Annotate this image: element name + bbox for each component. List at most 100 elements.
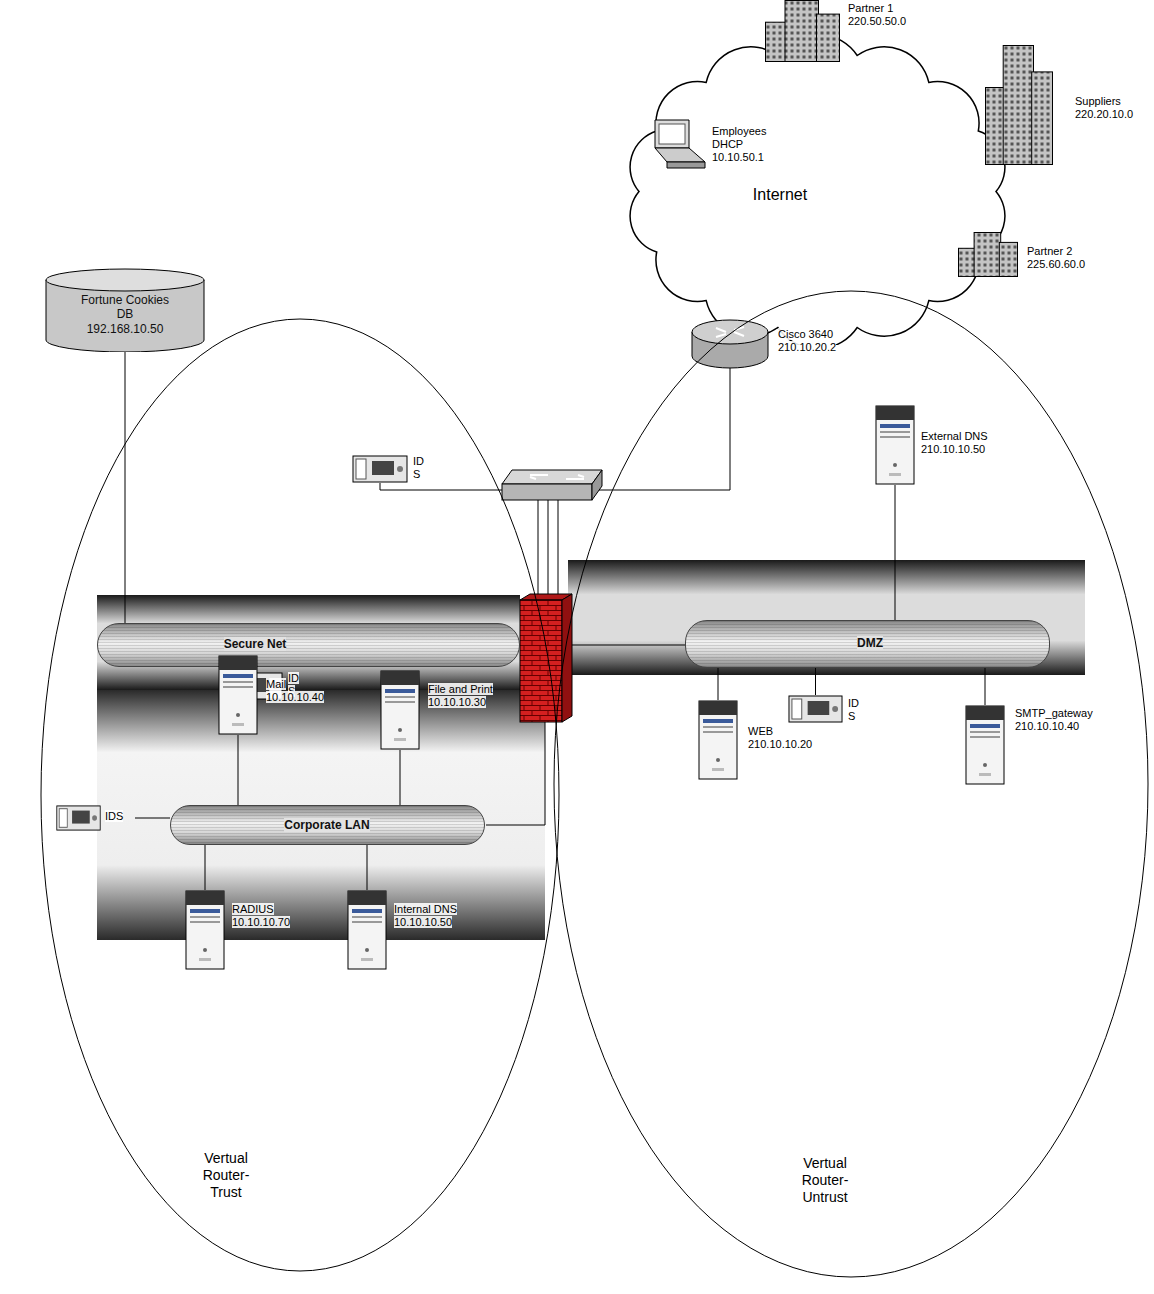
node-label: WEB 210.10.10.20 xyxy=(748,725,812,750)
text-block: DMZ xyxy=(830,636,910,650)
network-link xyxy=(815,668,816,695)
node-label: Vertual Router- Trust xyxy=(203,1150,250,1200)
network-switch xyxy=(502,470,602,500)
text-block: External DNS 210.10.10.50 xyxy=(921,430,1001,456)
employee-laptop-shape xyxy=(645,118,707,173)
node-label: ID S xyxy=(848,697,859,722)
trust-zone-shape xyxy=(40,318,560,1272)
server-shape xyxy=(698,700,738,780)
supplier-building-icon xyxy=(985,45,1053,165)
server-shape xyxy=(218,655,258,735)
node-label: Corporate LAN xyxy=(284,818,369,832)
partner-building-icon xyxy=(765,0,840,62)
server: External DNS 210.10.10.50 xyxy=(875,405,1001,485)
node-label: RADIUS 10.10.10.70 xyxy=(232,903,290,928)
ids-sensor-shape xyxy=(352,455,408,483)
ids-sensor: ID S xyxy=(352,455,429,483)
network-link xyxy=(205,845,206,890)
network-link xyxy=(238,735,239,805)
secure-band xyxy=(97,595,520,690)
node-label: ID S xyxy=(413,455,424,480)
wire xyxy=(100,368,730,825)
ids-sensor-icon xyxy=(56,805,101,831)
text-block: Vertual Router- Untrust xyxy=(790,1155,860,1205)
untrust-zone: Vertual Router- Untrust External DNS 210.… xyxy=(553,290,1149,1278)
trust-zone-icon xyxy=(40,318,560,1272)
partner-building: Partner 1 220.50.50.0 xyxy=(765,0,916,62)
text-block: IDS xyxy=(105,810,135,823)
partner-building-shape xyxy=(958,232,1018,277)
text-block: Corporate LAN xyxy=(262,818,392,832)
node-label: Internet xyxy=(753,186,807,203)
node-label: SMTP_gateway 210.10.10.40 xyxy=(1015,707,1093,732)
ids-sensor-shape xyxy=(788,695,843,723)
node-label: Internal DNS 10.10.10.50 xyxy=(394,903,457,928)
text-block: Suppliers 220.20.10.0 xyxy=(1075,95,1139,121)
partner-building-icon xyxy=(958,232,1018,277)
text-block: Fortune Cookies DB 192.168.10.50 xyxy=(80,293,170,336)
ids-sensor-shape xyxy=(56,805,101,831)
supplier-building-shape xyxy=(985,45,1053,165)
ids-sensor: IDS xyxy=(56,805,135,831)
server: WEB 210.10.10.20 xyxy=(698,700,820,780)
internet-cloud-icon xyxy=(625,38,1010,345)
node-label: Secure Net xyxy=(224,637,287,651)
server: Internal DNS 10.10.10.50 xyxy=(347,890,474,970)
server-icon xyxy=(380,670,420,750)
node-label: File and Print 10.10.10.30 xyxy=(428,683,493,708)
text-block: Vertual Router- Trust xyxy=(195,1150,257,1200)
server-icon xyxy=(218,655,258,735)
text-block: WEB 210.10.10.20 xyxy=(748,725,820,751)
network-link xyxy=(718,668,719,700)
network-segment: Corporate LAN xyxy=(170,805,485,845)
text-block: Partner 2 225.60.60.0 xyxy=(1027,245,1095,271)
employee-laptop: Employees DHCP 10.10.50.1 xyxy=(645,118,782,173)
server-shape xyxy=(875,405,915,485)
internet-cloud: Internet Employees DHCP 10.10.50.1 xyxy=(625,38,1010,345)
server: RADIUS 10.10.10.70 xyxy=(185,890,298,970)
node-label: Partner 2 225.60.60.0 xyxy=(1027,245,1085,270)
text-block: RADIUS 10.10.10.70 xyxy=(232,903,298,929)
network-link xyxy=(367,845,368,890)
text-block: Employees DHCP 10.10.50.1 xyxy=(712,125,782,165)
text-block: Secure Net xyxy=(205,637,305,651)
corporate-band xyxy=(97,690,545,940)
server-icon xyxy=(185,890,225,970)
text-block: ID S xyxy=(848,697,864,723)
employee-laptop-icon xyxy=(645,118,707,173)
untrust-zone-icon xyxy=(553,290,1149,1278)
text-block: Internal DNS 10.10.10.50 xyxy=(394,903,474,929)
network-link xyxy=(985,668,986,705)
node-label: DMZ xyxy=(857,636,883,650)
text-block: ID S xyxy=(413,455,429,481)
partner-building-shape xyxy=(765,0,840,62)
server-shape xyxy=(185,890,225,970)
node-label: Cisco 3640 210.10.20.2 xyxy=(778,328,836,353)
node-label: Partner 1 220.50.50.0 xyxy=(848,2,906,27)
supplier-building: Suppliers 220.20.10.0 xyxy=(985,45,1139,165)
server-icon xyxy=(875,405,915,485)
text-block: Cisco 3640 210.10.20.2 xyxy=(778,328,844,354)
network-link xyxy=(135,818,170,819)
node-label: External DNS 210.10.10.50 xyxy=(921,430,988,455)
untrust-zone-shape xyxy=(553,290,1149,1278)
server: SMTP_gateway 210.10.10.40 xyxy=(965,705,1105,785)
node-label: IDS xyxy=(105,810,123,822)
server-icon xyxy=(347,890,387,970)
ids-sensor: ID S xyxy=(788,695,864,723)
internet-cloud-shape xyxy=(625,38,1010,345)
node-label: Suppliers 220.20.10.0 xyxy=(1075,95,1133,120)
network-segment: DMZ xyxy=(685,620,1050,668)
text-block: Internet xyxy=(735,185,825,204)
server: Mail 10.10.10.40 xyxy=(218,655,332,735)
text-block: Mail 10.10.10.40 xyxy=(266,678,332,704)
server-icon xyxy=(698,700,738,780)
database: Fortune Cookies DB 192.168.10.50 xyxy=(45,268,205,352)
router: Cisco 3640 210.10.20.2 xyxy=(690,318,844,370)
server-shape xyxy=(380,670,420,750)
node-label: Mail 10.10.10.40 xyxy=(266,678,324,703)
dmz-band xyxy=(568,560,1085,675)
text-block: File and Print 10.10.10.30 xyxy=(428,683,512,709)
ids-sensor-icon xyxy=(352,455,408,483)
